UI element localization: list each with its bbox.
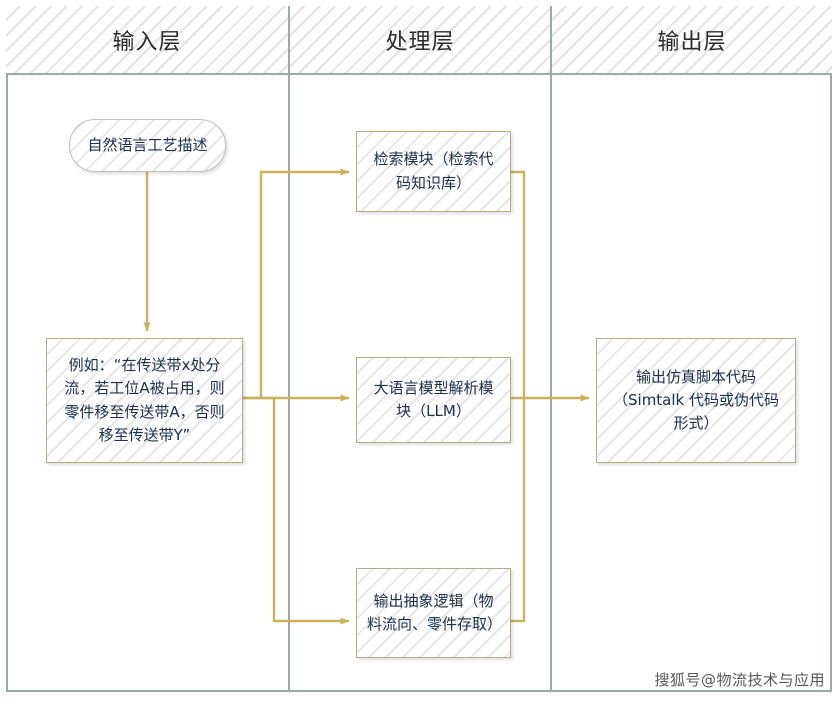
- node-abstract-logic-label: 输出抽象逻辑（物料流向、零件存取）: [367, 591, 503, 633]
- watermark: 搜狐号@物流技术与应用: [654, 671, 825, 689]
- node-start-label: 自然语言工艺描述: [87, 135, 208, 154]
- node-example[interactable]: 例如：“在传送带x处分流，若工位A被占用，则零件移至传送带A，否则移至传送带Y”: [46, 338, 243, 463]
- node-example-label: 例如：“在传送带x处分流，若工位A被占用，则零件移至传送带A，否则移至传送带Y”: [64, 356, 225, 444]
- edge-retrieve-to-output: [511, 170, 526, 398]
- lane-header-process: 处理层: [290, 6, 552, 73]
- lane-title-process: 处理层: [385, 29, 455, 55]
- lane-divider-2: [550, 75, 552, 690]
- lane-title-input: 输入层: [112, 29, 182, 55]
- node-llm-module[interactable]: 大语言模型解析模块（LLM）: [356, 357, 511, 443]
- lane-header-input: 输入层: [6, 6, 290, 73]
- node-retrieval-label: 检索模块（检索代码知识库）: [373, 150, 494, 192]
- lane-divider-1: [288, 75, 290, 690]
- lane-header-output: 输出层: [552, 6, 832, 73]
- node-output-code-label: 输出仿真脚本代码（Simtalk 代码或伪代码形式）: [613, 367, 779, 433]
- node-output-code[interactable]: 输出仿真脚本代码（Simtalk 代码或伪代码形式）: [596, 338, 796, 463]
- edge-example-to-retrieve: [259, 168, 350, 398]
- edge-logic-to-output: [511, 398, 526, 623]
- swimlane-header-row: 输入层 处理层 输出层: [6, 6, 832, 75]
- lane-title-output: 输出层: [657, 29, 727, 55]
- node-start[interactable]: 自然语言工艺描述: [69, 119, 226, 172]
- edge-example-to-logic: [272, 398, 350, 625]
- node-retrieval-module[interactable]: 检索模块（检索代码知识库）: [356, 131, 511, 212]
- node-llm-label: 大语言模型解析模块（LLM）: [373, 378, 494, 420]
- node-abstract-logic[interactable]: 输出抽象逻辑（物料流向、零件存取）: [356, 568, 511, 658]
